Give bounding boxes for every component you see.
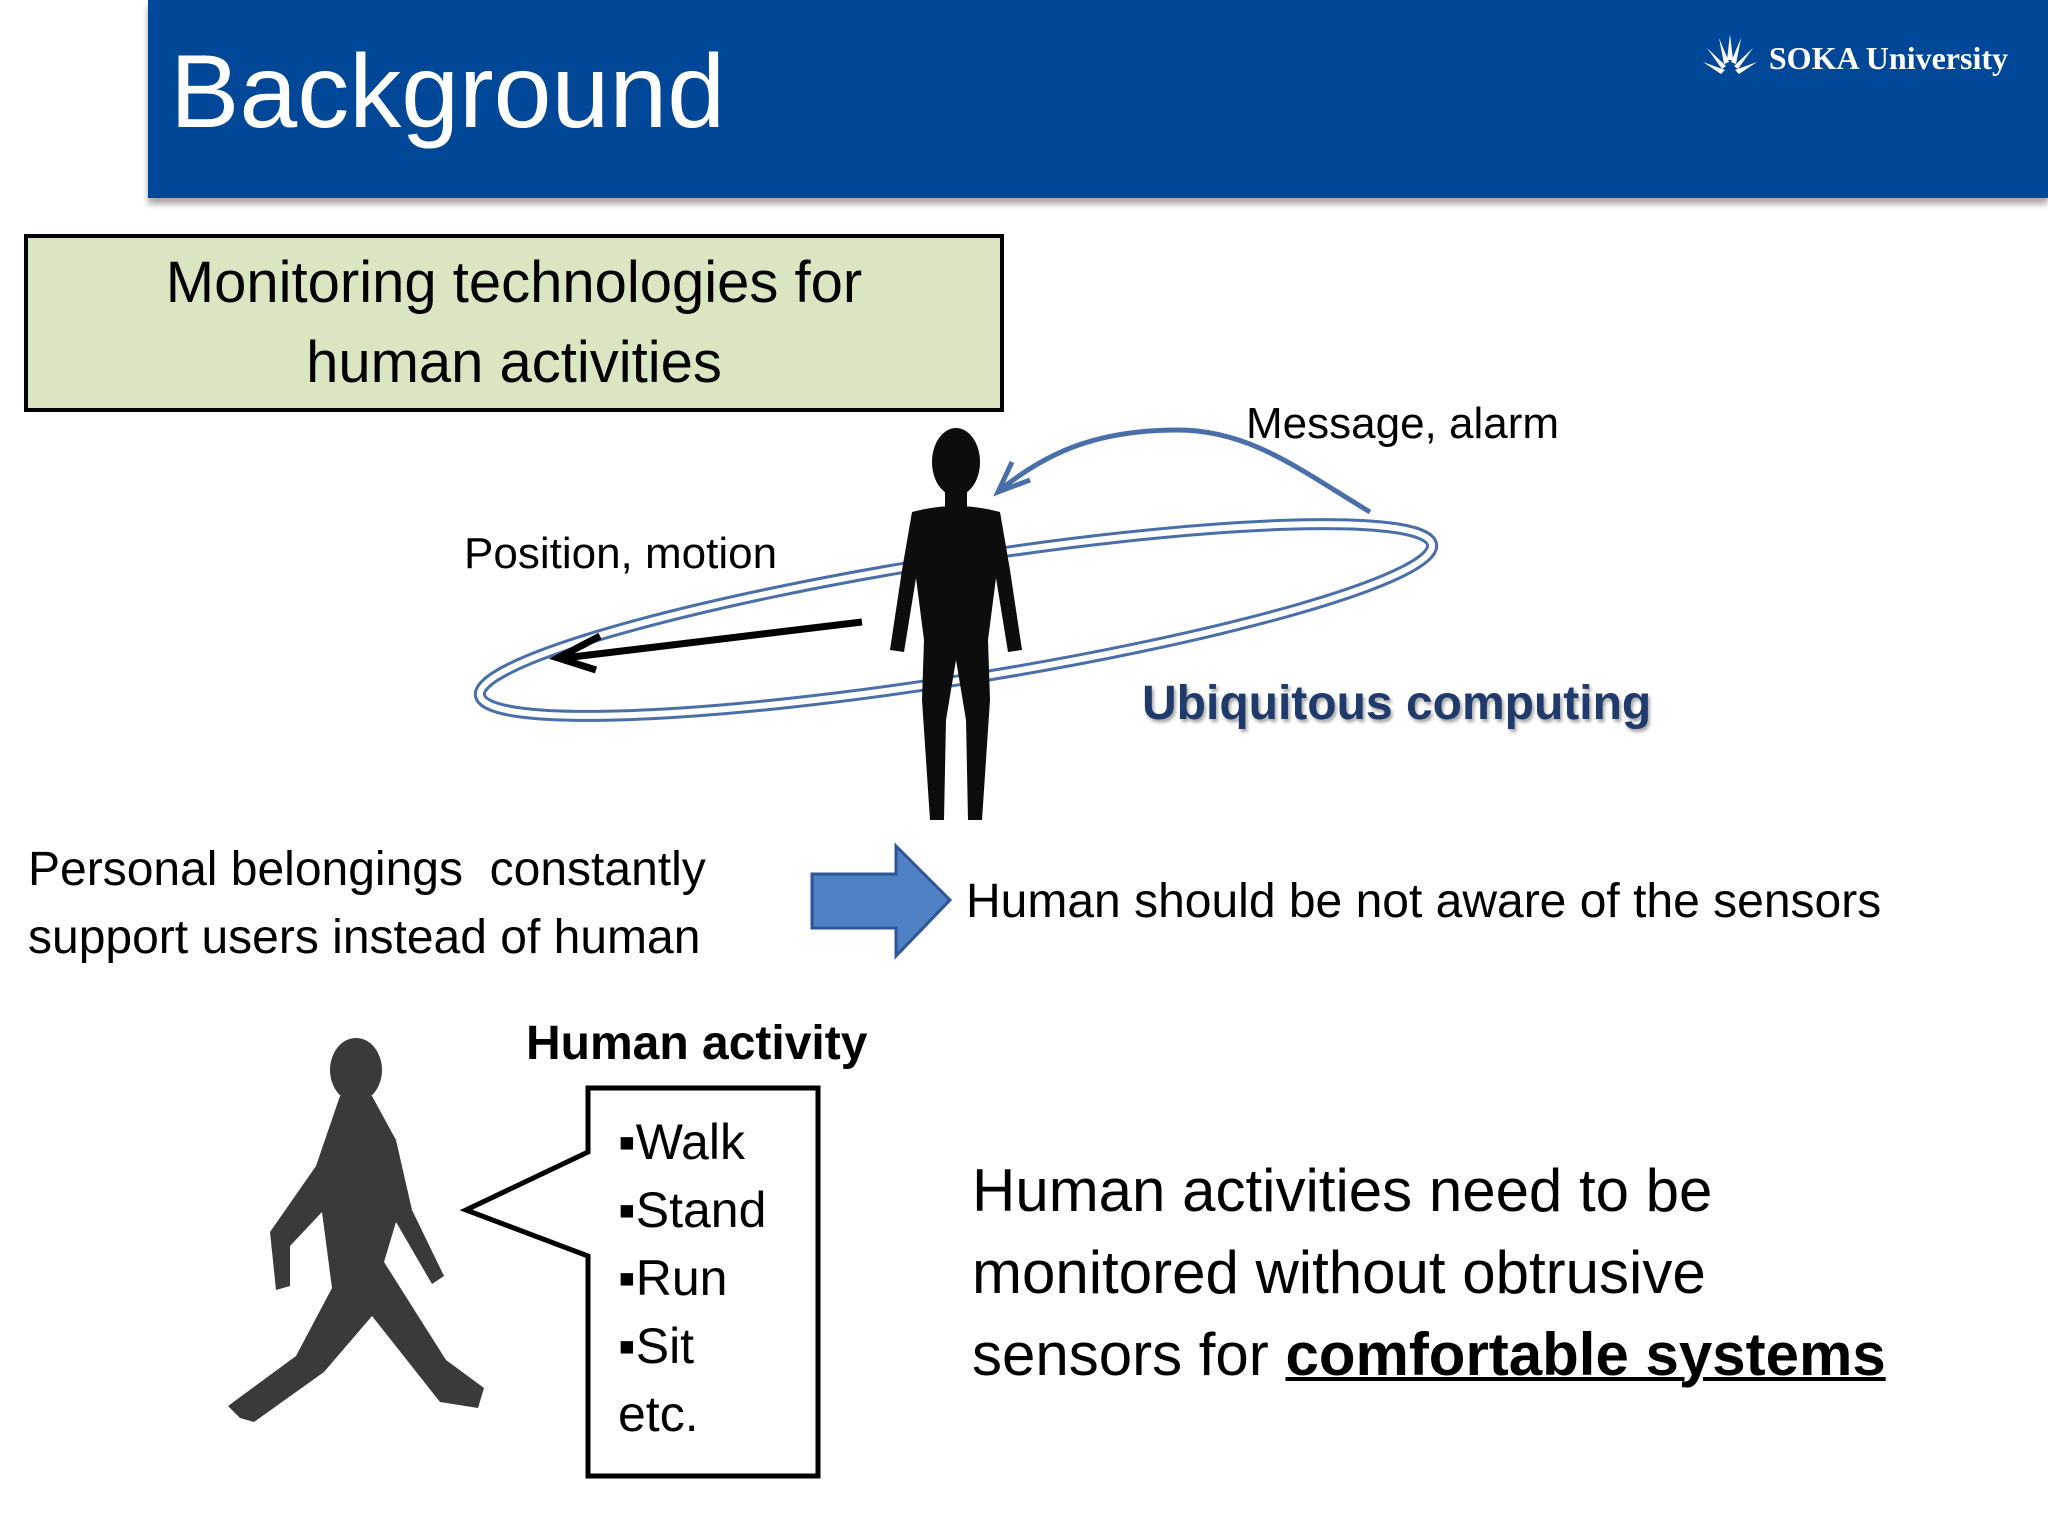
list-item: ▪Sit: [618, 1318, 695, 1374]
conclusion-text: Human activities need to be monitored wi…: [972, 1150, 1886, 1396]
logo-text: SOKA University: [1768, 39, 2008, 76]
topic-box: Monitoring technologies for human activi…: [24, 234, 1004, 412]
aware-statement: Human should be not aware of the sensors: [966, 875, 1882, 928]
standing-person-icon: [890, 428, 1022, 820]
position-arrow: [548, 618, 863, 674]
belongings-line-1: Personal belongings constantly: [28, 843, 706, 896]
conclusion-line-2: monitored without obtrusive: [972, 1239, 1706, 1306]
topic-line-2: human activities: [306, 330, 722, 395]
conclusion-emphasis: comfortable systems: [1285, 1321, 1886, 1388]
activity-list: ▪Walk ▪Stand ▪Run ▪Sit etc.: [618, 1108, 766, 1448]
walking-person-icon: [228, 1038, 484, 1422]
message-arrow: [993, 427, 1372, 515]
university-logo: SOKA University: [1699, 30, 2008, 86]
belongings-text: Personal belongings constantly support u…: [28, 836, 706, 972]
message-alarm-label: Message, alarm: [1246, 399, 1560, 448]
right-block-arrow: [810, 842, 953, 960]
position-motion-label: Position, motion: [464, 529, 778, 578]
list-item: ▪Stand: [618, 1182, 767, 1238]
activity-heading: Human activity: [526, 1017, 868, 1070]
conclusion-line-3: sensors for comfortable systems: [972, 1314, 1886, 1396]
header-bar: [148, 0, 2048, 198]
list-item: ▪Walk: [618, 1114, 745, 1170]
lotus-logo-icon: [1702, 34, 1757, 74]
list-item: ▪Run: [618, 1250, 728, 1306]
slide-title: Background: [170, 34, 726, 150]
conclusion-line-1: Human activities need to be: [972, 1157, 1713, 1224]
ubiquitous-computing-label: Ubiquitous computing: [1142, 677, 1652, 730]
topic-line-1: Monitoring technologies for: [165, 250, 863, 315]
belongings-line-2: support users instead of human: [28, 911, 701, 964]
conclusion-prefix: sensors for: [972, 1321, 1286, 1388]
activity-etc: etc.: [618, 1386, 699, 1442]
speech-bubble: [459, 1085, 821, 1479]
